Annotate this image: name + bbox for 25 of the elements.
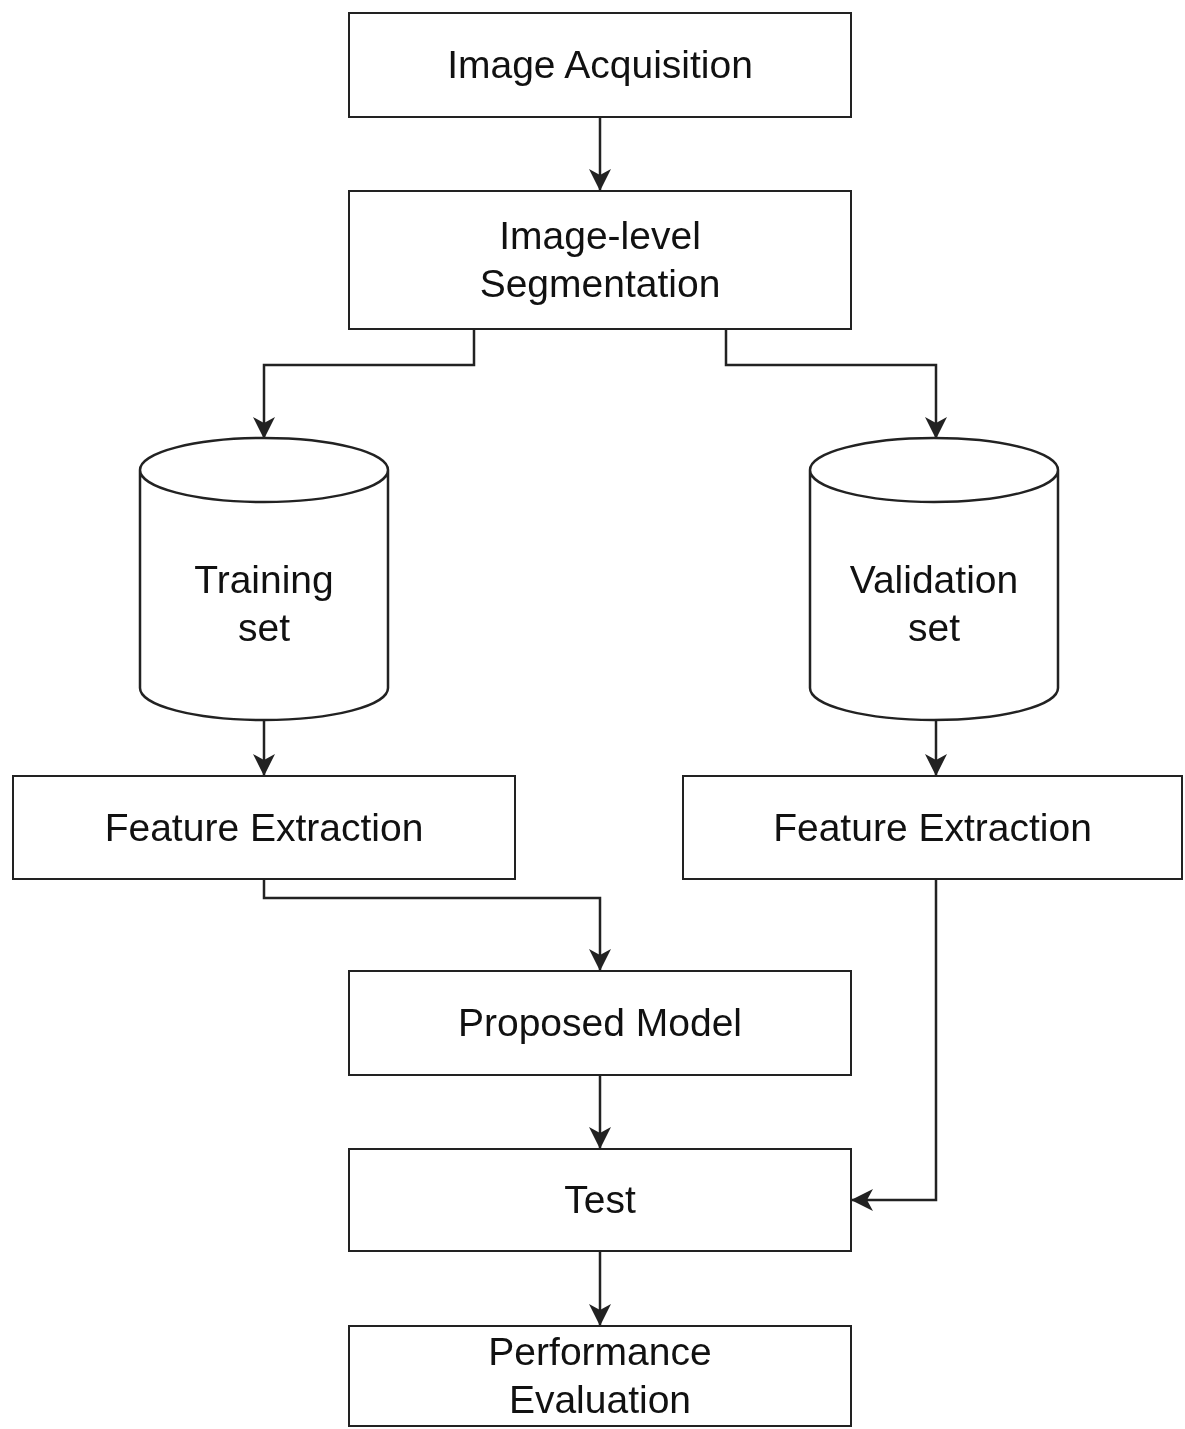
process-box (12, 775, 516, 880)
arrow (589, 1076, 611, 1149)
node-label: Image-level Segmentation (478, 213, 722, 307)
process-box (348, 190, 852, 330)
node-label: Training set (193, 557, 335, 651)
node-label: Performance Evaluation (487, 1329, 713, 1423)
process-box (348, 1325, 852, 1427)
arrow (851, 880, 938, 1211)
node-label: Image Acquisition (447, 42, 753, 89)
arrow (925, 720, 947, 776)
process-box (682, 775, 1183, 880)
arrow (724, 330, 947, 439)
arrow (262, 880, 611, 971)
node-label: Feature Extraction (773, 804, 1092, 851)
arrow (253, 330, 476, 439)
arrow (589, 118, 611, 191)
process-box (348, 12, 852, 118)
node-label: Test (564, 1177, 636, 1224)
node-label: Feature Extraction (104, 804, 424, 851)
arrow (253, 720, 275, 776)
arrow (589, 1252, 611, 1326)
process-box (348, 1148, 852, 1252)
process-box (348, 970, 852, 1076)
node-label: Validation set (848, 557, 1020, 651)
node-label: Proposed Model (458, 1000, 742, 1047)
